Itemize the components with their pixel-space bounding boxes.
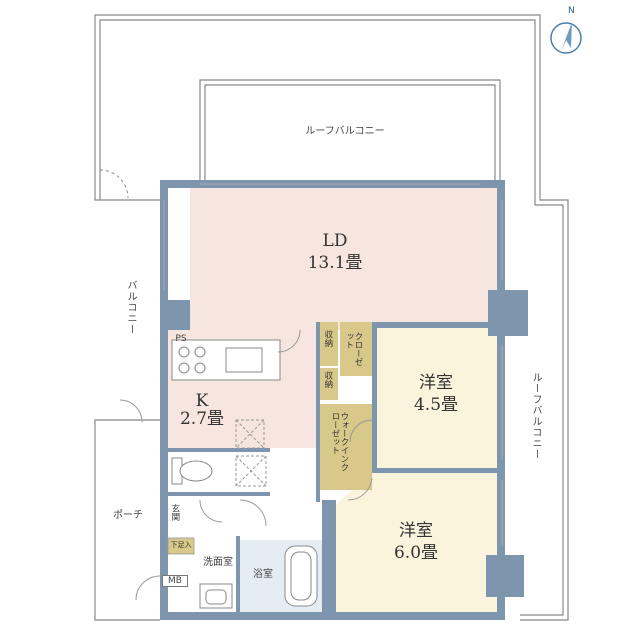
- north-compass-icon: [550, 22, 582, 54]
- ld-size: 13.1畳: [307, 253, 363, 273]
- ld-floor: [168, 188, 500, 390]
- kitchen-size: 2.7畳: [179, 409, 225, 429]
- balcony-outline: [94, 14, 569, 621]
- entrance-label: 玄関: [169, 504, 180, 521]
- bathtub: [284, 545, 318, 607]
- western1-name: 洋室: [419, 373, 453, 393]
- western2-floor: [335, 470, 497, 612]
- shoe-box: [167, 537, 195, 555]
- storage1-label: 収納: [322, 330, 333, 347]
- roof-balcony-top-label: ルーフバルコニー: [305, 126, 385, 137]
- western2-name: 洋室: [399, 521, 433, 541]
- porch-label: ポーチ: [113, 510, 143, 521]
- mb-label: MB: [162, 575, 188, 588]
- storage2-floor: [320, 368, 338, 400]
- roof-balcony-right-label: ルーフバルコニー: [530, 372, 541, 460]
- windows: [163, 183, 503, 545]
- western1-size: 4.5畳: [413, 395, 459, 415]
- fridge-space: [235, 419, 267, 487]
- walkin-closet-label: ウォークインクローゼット: [329, 412, 349, 472]
- kitchen-counter: [171, 339, 281, 381]
- door-arcs: [119, 329, 373, 601]
- western2-size: 6.0畳: [393, 543, 439, 563]
- balcony-left-label: バルコニー: [125, 280, 136, 335]
- ld-name: LD: [322, 231, 348, 251]
- shoe-box-label: 下足入: [170, 541, 192, 549]
- bath-label: 浴室: [253, 569, 273, 580]
- storage1-floor: [320, 322, 338, 366]
- balcony-door-arc: [99, 169, 129, 199]
- western1-floor: [375, 328, 497, 472]
- washroom-label: 洗面室: [203, 557, 233, 568]
- toilet: [171, 457, 213, 485]
- storage2-label: 収納: [322, 371, 333, 388]
- compass-north-label: N: [568, 6, 575, 16]
- closet-label: クローゼット: [343, 332, 363, 366]
- ps-label: PS: [175, 334, 187, 344]
- closet-floor: [340, 322, 372, 376]
- washbasin: [199, 583, 233, 609]
- kitchen-name: K: [195, 391, 209, 411]
- walkin-closet-floor: [320, 404, 372, 490]
